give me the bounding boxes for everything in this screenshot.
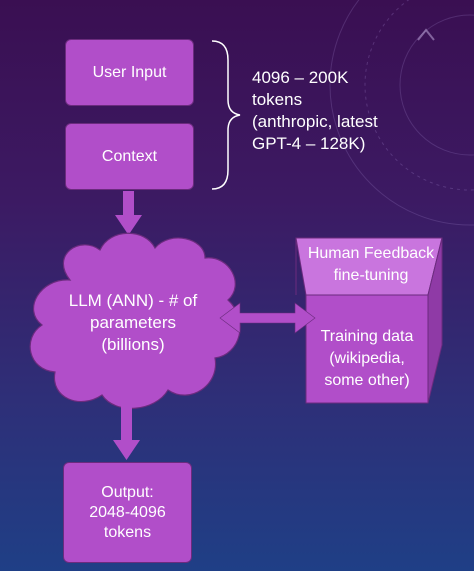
token-limit-annotation: 4096 – 200K tokens (anthropic, latest GP…	[252, 68, 378, 153]
output-label: Output: 2048-4096 tokens	[89, 483, 166, 541]
user-input-node: User Input	[65, 39, 194, 106]
bracket-shape	[211, 40, 241, 190]
decorative-ring-middle	[364, 0, 474, 191]
context-node: Context	[65, 123, 194, 190]
user-input-label: User Input	[92, 63, 167, 81]
output-node: Output: 2048-4096 tokens	[63, 462, 192, 563]
context-label: Context	[101, 147, 158, 165]
llm-cloud-shape	[29, 232, 241, 409]
decorative-ring-outer	[329, 0, 474, 226]
arrow-context-to-llm	[115, 191, 142, 235]
decorative-ring-inner	[399, 14, 474, 156]
decorative-chevron-icon	[417, 28, 435, 41]
llm-label: LLM (ANN) - # of parameters (billions)	[68, 291, 198, 354]
training-data-cube	[295, 237, 443, 404]
training-data-label: Training data (wikipedia, some other)	[320, 328, 414, 389]
human-feedback-label: Human Feedback fine-tuning	[307, 245, 435, 284]
cube-front-face	[305, 294, 429, 404]
double-arrow-llm-training	[219, 302, 316, 334]
arrow-llm-to-output	[113, 404, 140, 460]
